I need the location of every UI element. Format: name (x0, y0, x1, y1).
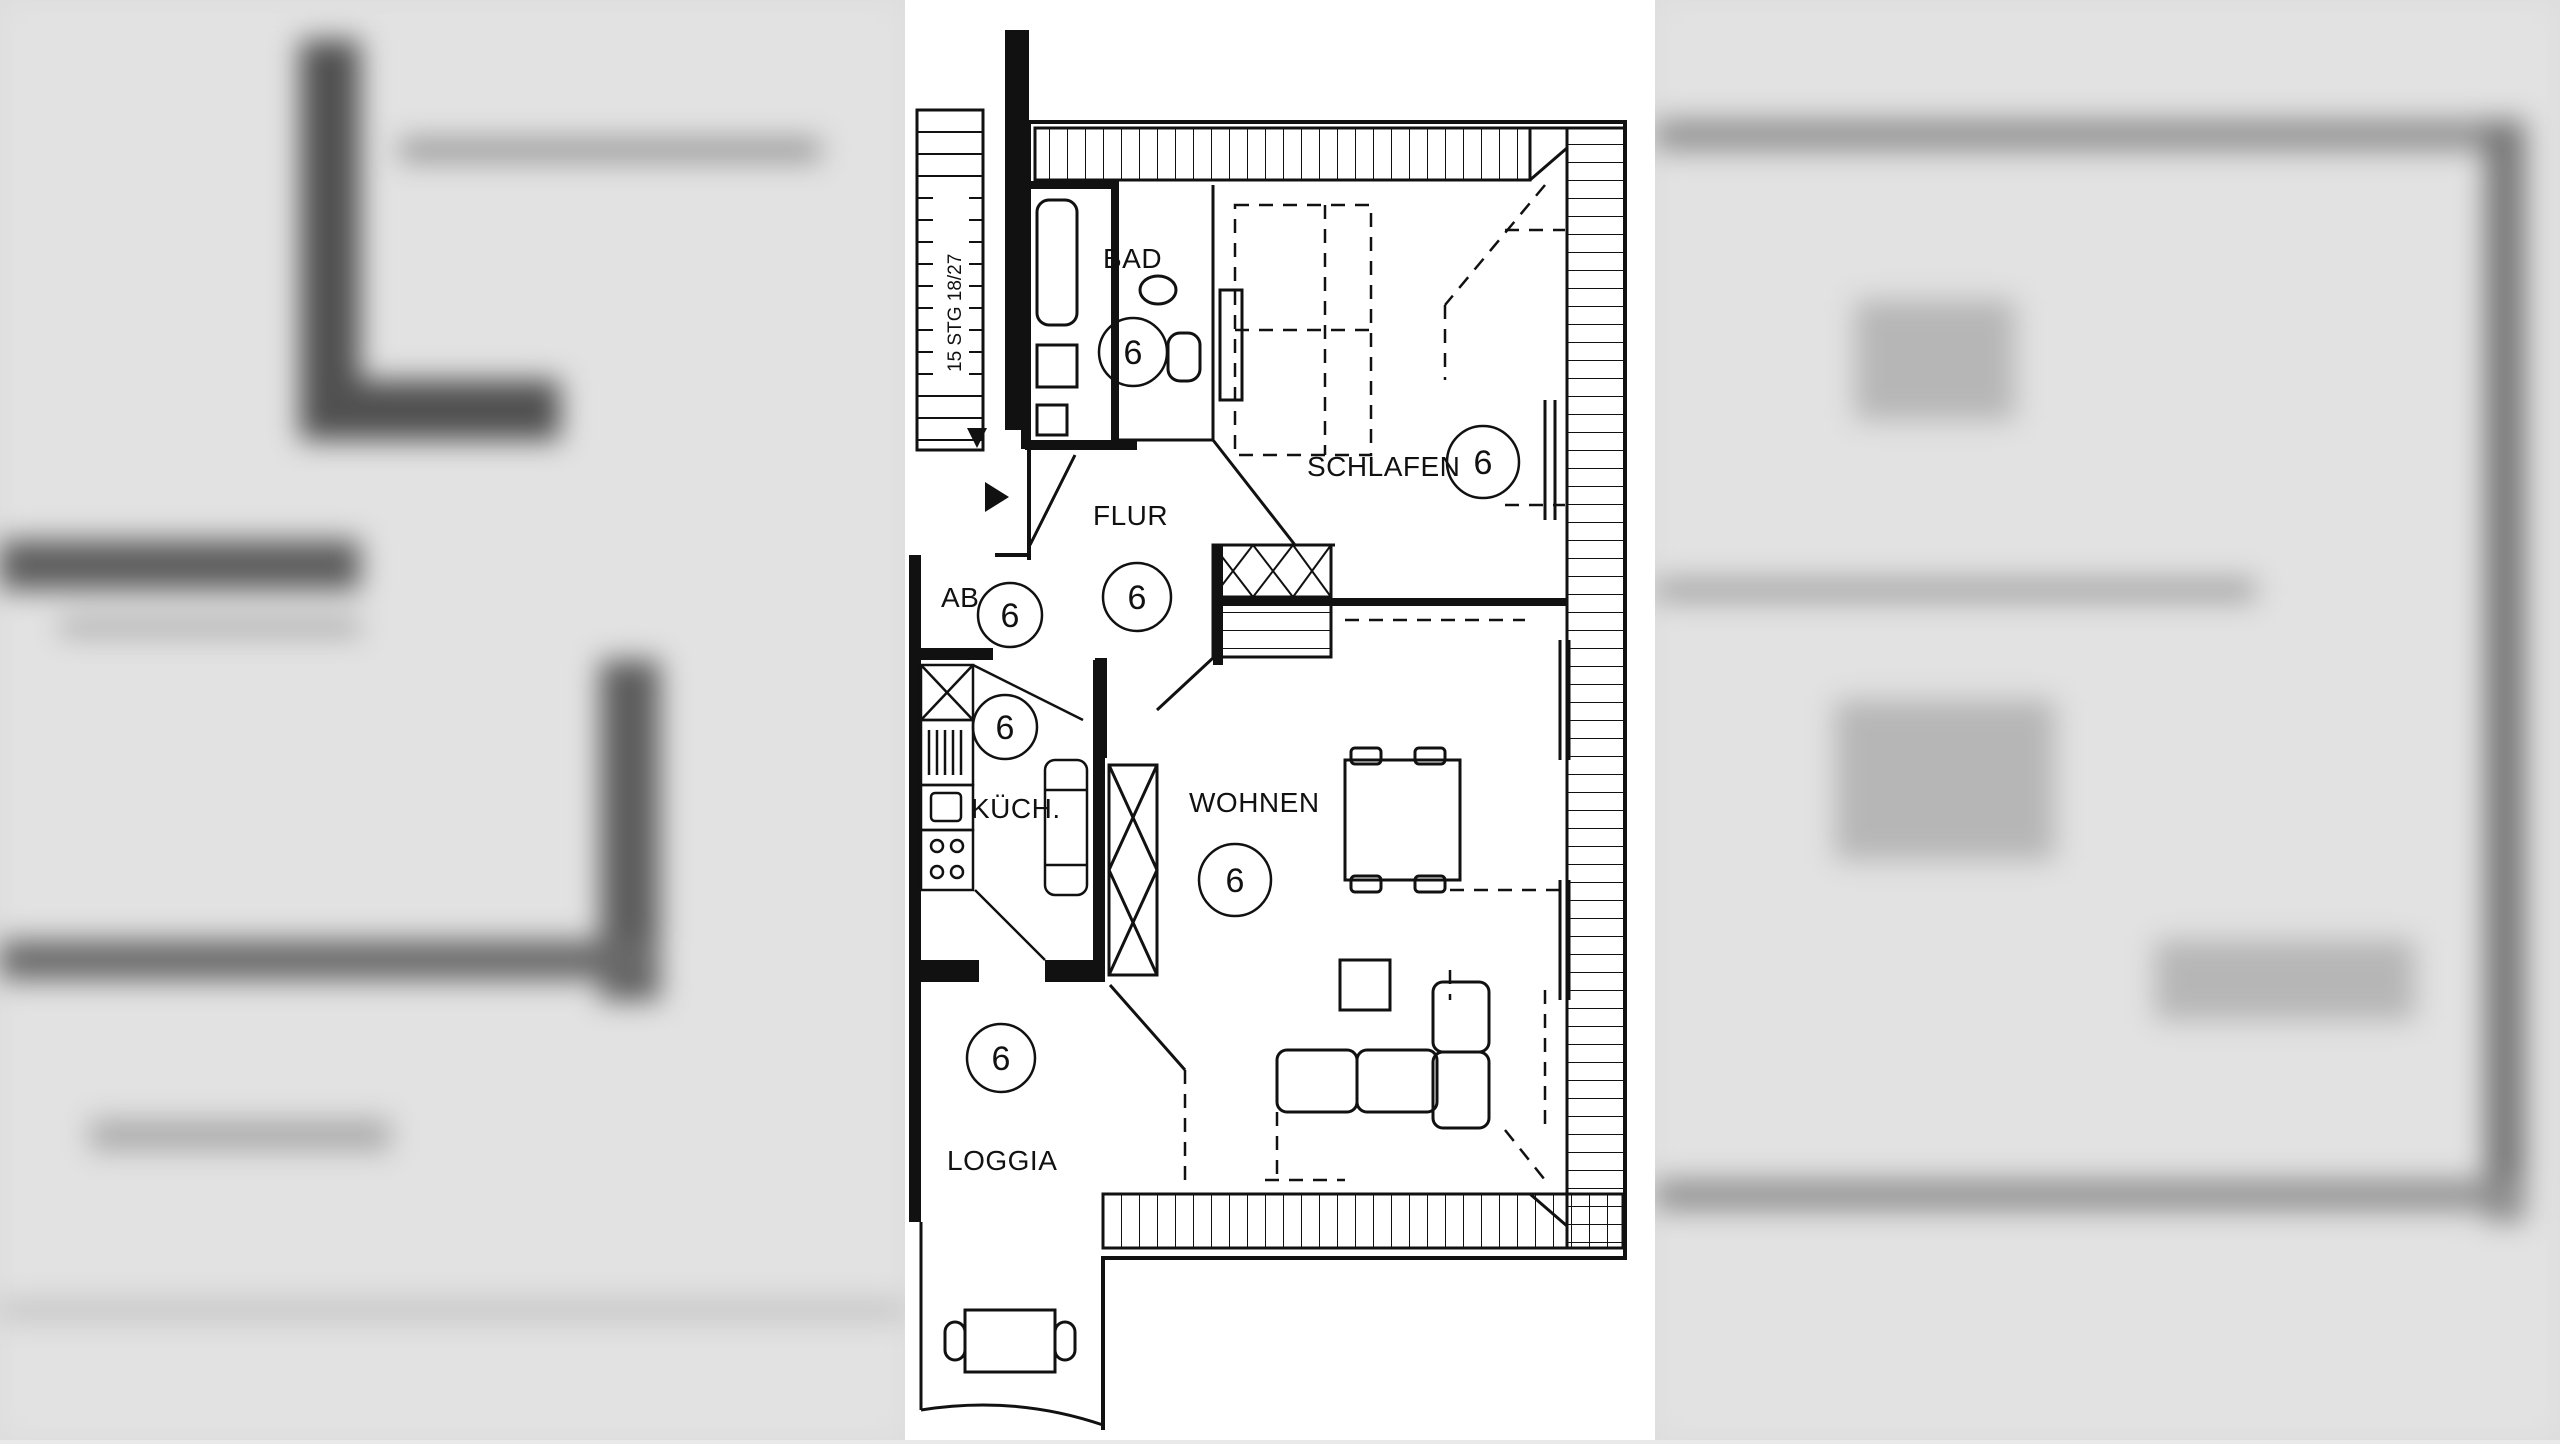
floor-plan: 15 STG 18/27 BAD 6 FLUR (905, 0, 1655, 1440)
room-badge-flur: 6 (1101, 561, 1173, 633)
svg-text:6: 6 (1226, 862, 1245, 900)
room-flur (1027, 439, 1335, 550)
room-badge-loggia: 6 (965, 1022, 1037, 1094)
svg-text:6: 6 (1474, 444, 1493, 482)
label-bad: BAD (1103, 243, 1162, 274)
room-badge-abstell: 6 (976, 581, 1044, 649)
floor-plan-drawing: 15 STG 18/27 BAD 6 FLUR (909, 30, 1627, 1430)
room-wohnen (1095, 618, 1571, 1182)
label-schlafen: SCHLAFEN (1307, 451, 1460, 482)
stair-arrow-icon (967, 428, 987, 448)
label-kueche: KÜCH. (971, 793, 1061, 824)
blurred-background-left (0, 0, 905, 1440)
roof-slope-top (1033, 126, 1532, 182)
label-flur: FLUR (1093, 500, 1168, 531)
entry-arrow-icon (985, 482, 1009, 512)
svg-text:6: 6 (992, 1040, 1011, 1078)
svg-text:6: 6 (996, 709, 1015, 747)
label-loggia: LOGGIA (947, 1145, 1057, 1176)
svg-text:6: 6 (1001, 597, 1020, 635)
svg-text:6: 6 (1124, 334, 1143, 372)
room-badge-schlafen: 6 (1445, 424, 1521, 500)
label-wohnen: WOHNEN (1189, 787, 1320, 818)
room-schlafen (1233, 184, 1565, 507)
room-badge-wohnen: 6 (1197, 842, 1273, 918)
room-badge-kueche: 6 (971, 693, 1039, 761)
room-abstell (909, 555, 1029, 660)
staircase (915, 108, 985, 452)
room-bad (1021, 181, 1215, 450)
stair-note: 15 STG 18/27 (945, 254, 966, 372)
roof-slope-bottom (1101, 1192, 1625, 1250)
svg-text:6: 6 (1128, 579, 1147, 617)
room-loggia (909, 982, 1104, 1427)
room-badge-bad: 6 (1097, 316, 1169, 388)
stair-opening (1211, 543, 1567, 665)
roof-slope-right (1565, 126, 1627, 1250)
blurred-background-right (1655, 0, 2560, 1440)
